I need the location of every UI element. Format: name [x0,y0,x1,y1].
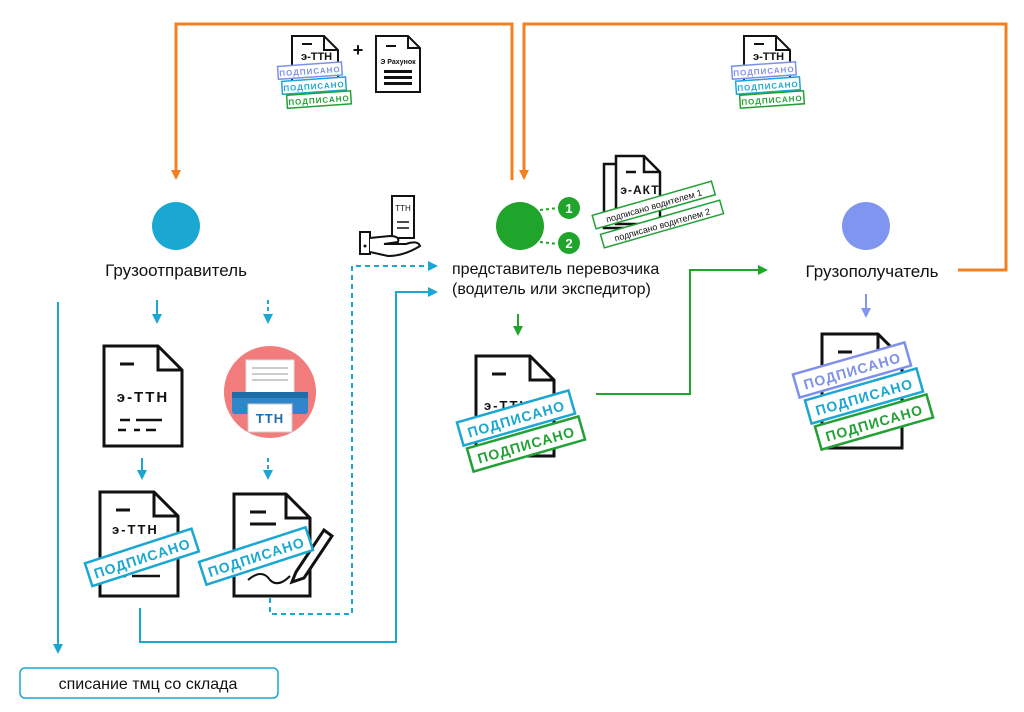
svg-text:ПОДПИСАНО: ПОДПИСАНО [737,80,799,93]
svg-text:ПОДПИСАНО: ПОДПИСАНО [288,94,350,107]
hand-ttn-icon: ТТН [359,195,422,258]
plus-sign: + [353,40,364,60]
svg-text:Э Рахунок: Э Рахунок [380,59,416,66]
ettn-doc: э-ТТН [102,344,184,448]
receiver-node [842,202,890,250]
step-badge-1: 1 [558,197,580,219]
svg-text:э-ТТН: э-ТТН [117,389,169,406]
green-dashed-step1 [539,207,559,211]
orange-line-carrier-to-shipper [171,22,514,180]
green-flow-lines [513,207,768,395]
receiver-label: Грузополучатель [806,262,939,281]
blue-dashed-line-paper-ttn-to-carrier [269,261,438,615]
svg-text:ПОДПИСАНО: ПОДПИСАНО [279,65,341,78]
svg-text:1: 1 [565,201,572,216]
blue-line-signed-ettn-to-carrier [139,287,438,643]
printer-icon: ТТН [224,346,316,438]
green-line-carrier-to-receiver [596,265,768,395]
svg-text:э-ТТН: э-ТТН [753,51,784,63]
orange-flow-lines [171,22,1008,272]
svg-text:э-ТТН: э-ТТН [301,51,332,63]
writeoff-label: списание тмц со склада [59,676,238,693]
svg-text:ПОДПИСАНО: ПОДПИСАНО [741,94,803,107]
svg-text:2: 2 [565,236,572,251]
svg-text:ПОДПИСАНО: ПОДПИСАНО [283,80,345,93]
writeoff-box: списание тмц со склада [19,667,279,699]
shipper-node [152,202,200,250]
top-right-stamps-group: ПОДПИСАНО ПОДПИСАНО ПОДПИСАНО [730,60,806,110]
shipper-label: Грузоотправитель [105,261,247,280]
carrier-node [496,202,544,250]
svg-text:ТТН: ТТН [256,411,284,426]
svg-text:ТТН: ТТН [395,204,411,213]
carrier-label-line2: (водитель или экспедитор) [452,281,651,298]
top-stamps-group: ПОДПИСАНО ПОДПИСАНО ПОДПИСАНО [276,61,353,110]
orange-line-receiver-to-carrier [519,22,1008,272]
svg-text:э-АКТ: э-АКТ [620,183,659,197]
svg-text:ПОДПИСАНО: ПОДПИСАНО [733,65,795,78]
invoice-doc: Э Рахунок [375,35,421,93]
carrier-label-line1: представитель перевозчика [452,261,659,278]
step-badge-2: 2 [558,232,580,254]
blue-flow-lines [53,261,438,654]
green-dashed-step2 [539,241,559,245]
receiver-stamp-blue: ПОДПИСАНО [803,366,925,426]
svg-text:э-ТТН: э-ТТН [112,522,159,537]
